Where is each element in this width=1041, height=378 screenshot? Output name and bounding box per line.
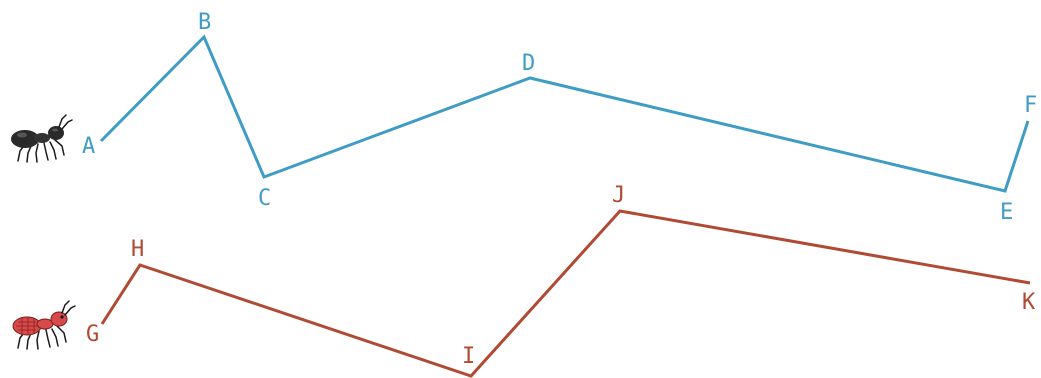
point-label-f: F: [1024, 93, 1037, 118]
point-label-h: H: [131, 237, 144, 262]
point-label-d: D: [522, 51, 535, 76]
blue-path-line: [99, 34, 1030, 193]
point-label-e: E: [1000, 200, 1013, 225]
red-ant-icon: [12, 300, 76, 350]
point-label-i: I: [462, 344, 475, 369]
point-label-b: B: [198, 10, 211, 35]
red-path-line: [100, 209, 1031, 378]
point-label-c: C: [258, 186, 271, 211]
point-label-a: A: [82, 134, 95, 159]
point-label-g: G: [86, 322, 99, 347]
point-label-j: J: [612, 183, 625, 208]
black-ant-icon: [11, 114, 73, 163]
point-label-k: K: [1022, 290, 1036, 315]
